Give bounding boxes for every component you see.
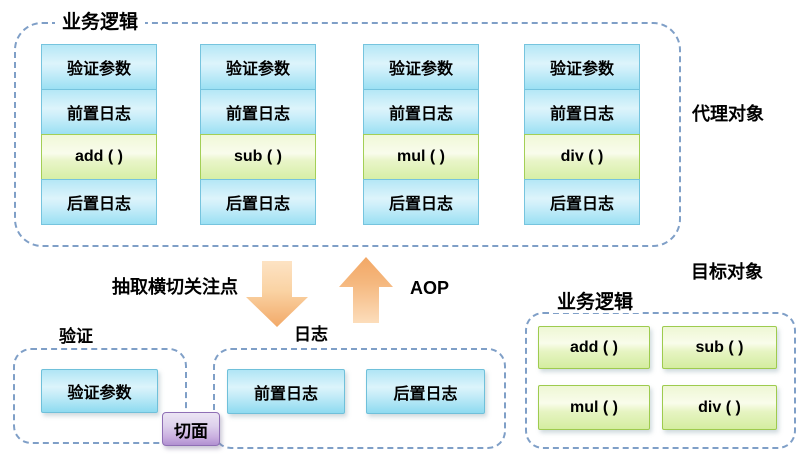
after-log-box: 后置日志 [366, 369, 485, 414]
proxy-cell-method: add ( ) [41, 134, 157, 180]
proxy-cell: 前置日志 [363, 89, 479, 135]
target-group-container [525, 312, 796, 449]
target-title-label: 目标对象 [691, 262, 763, 282]
proxy-cell: 前置日志 [200, 89, 316, 135]
proxy-cell-method: mul ( ) [363, 134, 479, 180]
log-group-label: 日志 [287, 325, 335, 345]
proxy-column-div: 验证参数 前置日志 div ( ) 后置日志 [524, 44, 640, 225]
target-method-div: div ( ) [662, 385, 777, 430]
aop-label: AOP [410, 278, 450, 298]
before-log-box: 前置日志 [227, 369, 345, 414]
log-group-container [213, 348, 506, 449]
proxy-cell-method: sub ( ) [200, 134, 316, 180]
proxy-cell: 验证参数 [41, 44, 157, 90]
proxy-group-container [14, 22, 681, 247]
proxy-cell: 后置日志 [41, 179, 157, 225]
target-group-label: 业务逻辑 [550, 293, 641, 313]
proxy-cell: 验证参数 [200, 44, 316, 90]
validate-params-box: 验证参数 [41, 369, 158, 413]
target-method-sub: sub ( ) [662, 326, 777, 369]
proxy-cell: 前置日志 [524, 89, 640, 135]
proxy-cell-method: div ( ) [524, 134, 640, 180]
proxy-group-label: 业务逻辑 [55, 13, 146, 33]
validation-group-label: 验证 [52, 327, 100, 347]
extract-crosscut-label: 抽取横切关注点 [112, 277, 238, 297]
target-method-mul: mul ( ) [538, 385, 650, 430]
target-method-add: add ( ) [538, 326, 650, 369]
proxy-cell: 后置日志 [524, 179, 640, 225]
arrow-down-icon [246, 261, 308, 327]
proxy-side-label: 代理对象 [692, 104, 764, 124]
aspect-box: 切面 [162, 412, 220, 446]
proxy-column-sub: 验证参数 前置日志 sub ( ) 后置日志 [200, 44, 316, 225]
proxy-cell: 验证参数 [524, 44, 640, 90]
proxy-column-add: 验证参数 前置日志 add ( ) 后置日志 [41, 44, 157, 225]
proxy-cell: 后置日志 [363, 179, 479, 225]
proxy-cell: 验证参数 [363, 44, 479, 90]
arrow-up-icon [339, 257, 393, 323]
proxy-column-mul: 验证参数 前置日志 mul ( ) 后置日志 [363, 44, 479, 225]
validation-group-container [13, 348, 187, 444]
proxy-cell: 前置日志 [41, 89, 157, 135]
proxy-cell: 后置日志 [200, 179, 316, 225]
